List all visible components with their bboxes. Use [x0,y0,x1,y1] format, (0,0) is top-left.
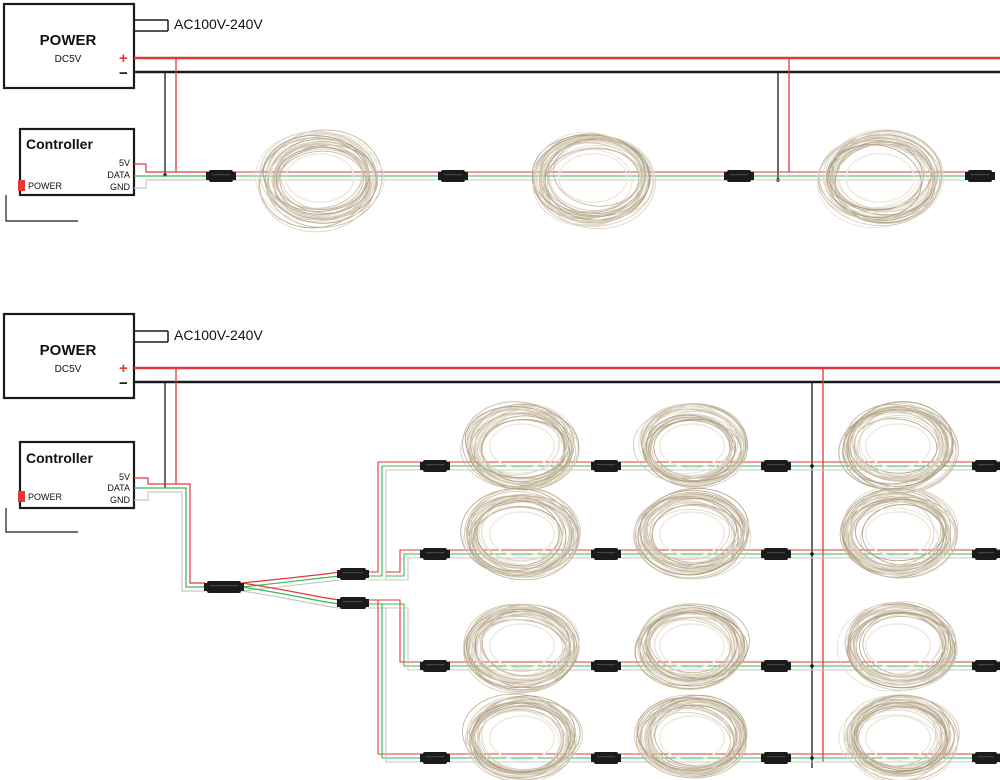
plug-connector-icon [420,460,450,472]
plug-connector-icon [761,548,791,560]
plug-connector-icon [591,660,621,672]
fairy-light-coil-icon [460,486,581,581]
ac-input: AC100V-240V [134,327,263,343]
plug-connector-icon [972,548,1000,560]
plug-connector-icon [420,752,450,764]
plug-connector-icon [972,660,1000,672]
controller-pin-gnd: GND [110,182,131,192]
power-supply: POWER DC5V + − [2,2,136,90]
controller: Controller 5V DATA GND POWER [5,127,136,222]
fairy-light-coil-icon [836,601,958,692]
controller-title: Controller [26,450,93,466]
controller-pin-5v: 5V [119,158,130,168]
fairy-light-coil-icon [255,129,385,233]
plug-connector-icon [438,170,468,182]
power-subtitle: DC5V [55,364,82,375]
plug-connector-icon [724,170,754,182]
controller-power-label: POWER [28,181,63,191]
plug-connector-icon [972,752,1000,764]
power-title: POWER [40,32,97,49]
fairy-light-coil-icon [462,693,583,780]
diagram-parallel-grid: POWER DC5V + − AC100V-240V Controller 5V… [2,312,1000,780]
plug-connector-icon [420,548,450,560]
plug-connector-icon [337,597,369,609]
fairy-light-coil-icon [816,129,945,229]
fairy-light-coil-icon [839,485,959,579]
power-supply: POWER DC5V + − [2,312,136,400]
controller-pin-5v: 5V [119,472,130,482]
controller-pin-data: DATA [107,170,130,180]
plug-connector-icon [591,548,621,560]
ac-input-label: AC100V-240V [174,327,263,343]
fairy-light-coil-icon [634,603,750,690]
plug-connector-icon [761,660,791,672]
plug-connector-icon [761,460,791,472]
minus-terminal-label: − [119,65,128,82]
diagram-single-chain: POWER DC5V + − AC100V-240V Controller 5V… [2,2,1000,233]
plug-connector-icon [591,460,621,472]
plus-terminal-label: + [119,50,128,67]
power-indicator [18,180,25,191]
controller-pin-gnd: GND [110,495,131,505]
fairy-light-coil-icon [633,487,752,580]
minus-terminal-label: − [119,375,128,392]
plug-connector-icon [206,170,236,182]
plug-connector-icon [420,660,450,672]
plug-connector-icon [972,460,1000,472]
power-indicator [18,491,25,502]
power-subtitle: DC5V [55,54,82,65]
controller-pin-data: DATA [107,483,130,493]
plus-terminal-label: + [119,360,128,377]
plug-connector-icon [965,170,995,182]
fairy-light-coil-icon [632,403,749,489]
fairy-light-coil-icon [463,603,580,694]
plug-connector-icon [591,752,621,764]
ac-input-label: AC100V-240V [174,16,263,32]
ac-input: AC100V-240V [134,16,263,32]
fairy-light-coil-icon [838,694,960,780]
plug-connector-icon [204,581,244,593]
fairy-light-coil-icon [633,694,748,779]
fairy-light-coil-icon [531,131,656,230]
fairy-light-coil-icon [838,400,959,494]
controller-title: Controller [26,136,93,152]
controller-power-label: POWER [28,492,63,502]
plug-connector-icon [761,752,791,764]
controller: Controller 5V DATA GND POWER [5,440,136,533]
power-title: POWER [40,342,97,359]
fairy-light-coil-icon [460,401,580,491]
plug-connector-icon [337,568,369,580]
